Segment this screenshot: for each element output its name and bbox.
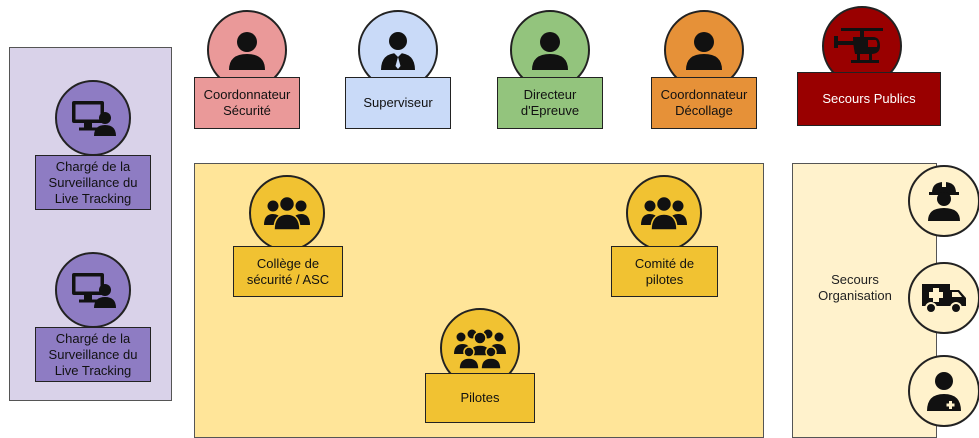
takeoff-coordinator-label: Coordonnateur Décollage xyxy=(651,77,757,129)
security-coordinator-label: Coordonnateur Sécurité xyxy=(194,77,300,129)
ambulance-icon xyxy=(908,262,979,334)
monitor-user-icon xyxy=(55,252,131,328)
hard-hat-worker-icon xyxy=(908,165,979,237)
monitor-user-icon xyxy=(55,80,131,156)
medic-icon xyxy=(908,355,979,427)
users-group-icon xyxy=(249,175,325,251)
person-tie-icon xyxy=(358,10,438,90)
tracking-label-top: Chargé de la Surveillance du Live Tracki… xyxy=(35,155,151,210)
safety-college-label: Collège de sécurité / ASC xyxy=(233,246,343,297)
users-group-icon xyxy=(626,175,702,251)
supervisor-label: Superviseur xyxy=(345,77,451,129)
race-director-label: Directeur d'Epreuve xyxy=(497,77,603,129)
tracking-label-bottom: Chargé de la Surveillance du Live Tracki… xyxy=(35,327,151,382)
public-rescue-label: Secours Publics xyxy=(797,72,941,126)
pilots-label: Pilotes xyxy=(425,373,535,423)
person-icon xyxy=(207,10,287,90)
pilot-committee-label: Comité de pilotes xyxy=(611,246,718,297)
organisation-rescue-label: Secours Organisation xyxy=(818,272,892,303)
